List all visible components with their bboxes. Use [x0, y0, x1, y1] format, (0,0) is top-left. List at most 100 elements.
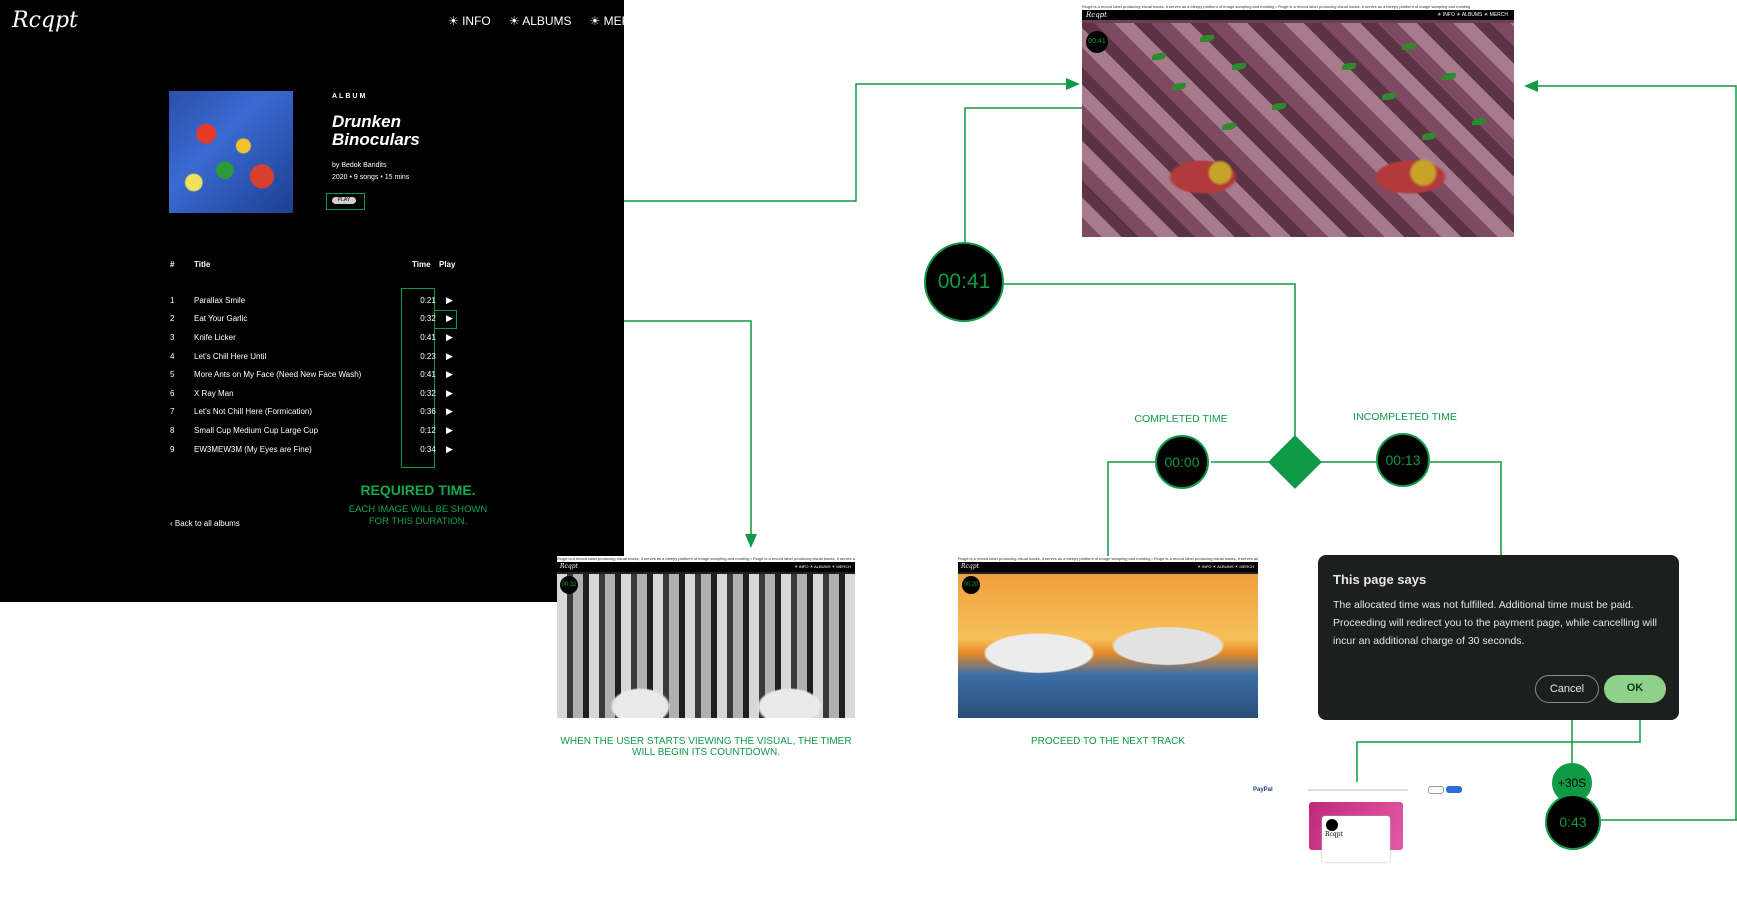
track-title: Knife Licker — [194, 332, 236, 342]
album-artist: by Bedok Bandits — [332, 162, 387, 169]
track-number: 8 — [170, 425, 175, 435]
track-time: 0:32 — [420, 388, 436, 398]
album-meta: 2020 • 9 songs • 15 mins — [332, 174, 410, 181]
play-button[interactable]: PLAY — [332, 197, 356, 204]
merchant-avatar — [1326, 819, 1338, 831]
play-icon[interactable]: ▶ — [446, 313, 453, 324]
completed-time-label: COMPLETED TIME — [1134, 413, 1228, 425]
track-number: 6 — [170, 388, 175, 398]
nav-albums[interactable]: ☀ ALBUMS — [508, 14, 572, 28]
track-row[interactable]: 3 Knife Licker 0:41 ▶ — [170, 328, 466, 347]
play-icon[interactable]: ▶ — [446, 294, 453, 305]
play-icon[interactable]: ▶ — [446, 350, 453, 361]
track-row[interactable]: 1 Parallax Smile 0:21 ▶ — [170, 291, 466, 310]
login-button[interactable] — [1428, 786, 1444, 794]
mini-nav: ☀ INFO ☀ ALBUMS ☀ MERCH — [794, 564, 851, 569]
dialog-body: The allocated time was not fulfilled. Ad… — [1333, 599, 1657, 647]
cancel-button[interactable]: Cancel — [1535, 675, 1599, 703]
album-cover — [169, 91, 293, 213]
track-number: 4 — [170, 351, 175, 361]
mini-logo: Rcqpt — [1086, 11, 1107, 19]
payment-page: PayPal Rcqpt — [1250, 782, 1468, 894]
caption-timer-start: WHEN THE USER STARTS VIEWING THE VISUAL,… — [560, 736, 852, 758]
ticker: Rcqpt is a record label producing visual… — [557, 556, 855, 562]
play-icon[interactable]: ▶ — [446, 331, 453, 342]
play-icon[interactable]: ▶ — [446, 387, 453, 398]
track-row[interactable]: 6 X Ray Man 0:32 ▶ — [170, 384, 466, 403]
track-time: 0:32 — [420, 314, 436, 324]
ok-button[interactable]: OK — [1604, 675, 1666, 703]
play-highlight — [326, 193, 365, 210]
mini-nav-bar: Rcqpt ☀ INFO ☀ ALBUMS ☀ MERCH — [1082, 10, 1514, 20]
play-icon[interactable]: ▶ — [446, 443, 453, 454]
track-row[interactable]: 5 More Ants on My Face (Need New Face Was… — [170, 365, 466, 384]
track-number: 2 — [170, 314, 175, 324]
caption-next-track: PROCEED TO THE NEXT TRACK — [1030, 736, 1186, 747]
play-icon[interactable]: ▶ — [446, 369, 453, 380]
track-row[interactable]: 8 Small Cup Medium Cup Large Cup 0:12 ▶ — [170, 421, 466, 440]
payment-nav — [1308, 789, 1408, 791]
track-time: 0:41 — [420, 370, 436, 380]
nav-info[interactable]: ☀ INFO — [448, 14, 491, 28]
track-time: 0:21 — [420, 295, 436, 305]
track-time: 0:34 — [420, 444, 436, 454]
nav-merch[interactable]: ☀ MERCH — [589, 14, 648, 28]
mini-nav-bar: Rcqpt ☀ INFO ☀ ALBUMS ☀ MERCH — [958, 562, 1258, 572]
dialog-title: This page says — [1333, 572, 1427, 587]
timer-after-penalty: 0:43 — [1545, 794, 1601, 850]
completed-time-node: 00:00 — [1155, 435, 1209, 489]
timer-main: 00:41 — [924, 242, 1004, 322]
merchant-card: Rcqpt — [1322, 816, 1390, 862]
track-title: Parallax Smile — [194, 295, 246, 305]
logo: Rcqpt — [12, 8, 78, 33]
col-time: Time — [412, 260, 431, 269]
track-row[interactable]: 9 EW3MEW3M (My Eyes are Fine) 0:34 ▶ — [170, 440, 466, 459]
track-row[interactable]: 2 Eat Your Garlic 0:32 ▶ — [170, 310, 466, 329]
mini-nav: ☀ INFO ☀ ALBUMS ☀ MERCH — [1197, 564, 1254, 569]
mini-timer: 00:32 — [560, 576, 578, 594]
track-title: X Ray Man — [194, 388, 234, 398]
track-title: More Ants on My Face (Need New Face Wash… — [194, 370, 362, 380]
track-number: 1 — [170, 295, 175, 305]
col-play: Play — [439, 260, 456, 269]
album-kicker: ALBUM — [332, 93, 368, 100]
track-title: Small Cup Medium Cup Large Cup — [194, 425, 319, 435]
track-number: 5 — [170, 370, 175, 380]
album-title-line1: Drunken — [332, 112, 401, 131]
visual-artwork — [958, 574, 1258, 718]
ticker: Rcqpt is a record label producing visual… — [958, 556, 1258, 562]
signup-button[interactable] — [1446, 786, 1462, 793]
chevron-left-icon: ‹ — [170, 519, 175, 528]
visual-artwork — [557, 574, 855, 718]
track-time: 0:12 — [420, 425, 436, 435]
album-page: Rcqpt ☀ INFO ☀ ALBUMS ☀ MERCH ALBUM Drun… — [0, 0, 648, 602]
track-time: 0:36 — [420, 407, 436, 417]
col-title: Title — [194, 260, 211, 269]
col-num: # — [170, 260, 175, 269]
track-title: EW3MEW3M (My Eyes are Fine) — [194, 444, 312, 454]
required-time-subtitle: EACH IMAGE WILL BE SHOWN FOR THIS DURATI… — [348, 504, 488, 527]
back-link[interactable]: ‹ Back to all albums — [170, 519, 240, 528]
play-icon[interactable]: ▶ — [446, 424, 453, 435]
screenshot-viewing-track: Rcqpt is a record label producing visual… — [1082, 4, 1514, 237]
track-number: 3 — [170, 332, 175, 342]
alert-dialog: This page says The allocated time was no… — [1318, 555, 1679, 720]
screenshot-timer-start: Rcqpt is a record label producing visual… — [557, 556, 855, 718]
track-number: 7 — [170, 407, 175, 417]
screenshot-next-track: Rcqpt is a record label producing visual… — [958, 556, 1258, 718]
time-highlight — [401, 288, 435, 468]
track-title: Eat Your Garlic — [194, 314, 248, 324]
incompleted-time-node: 00:13 — [1376, 433, 1430, 487]
play-icon[interactable]: ▶ — [446, 406, 453, 417]
album-title: Drunken Binoculars — [332, 113, 420, 149]
merchant-name: Rcqpt — [1325, 831, 1343, 838]
track-time: 0:41 — [420, 332, 436, 342]
back-link-label: Back to all albums — [174, 519, 240, 528]
mini-logo: Rcqpt — [560, 563, 578, 570]
incompleted-time-label: INCOMPLETED TIME — [1353, 411, 1457, 423]
track-number: 9 — [170, 444, 175, 454]
mini-timer: 00:20 — [962, 576, 980, 594]
track-list: 1 Parallax Smile 0:21 ▶ 2 Eat Your Garlic 0:3… — [170, 291, 466, 458]
